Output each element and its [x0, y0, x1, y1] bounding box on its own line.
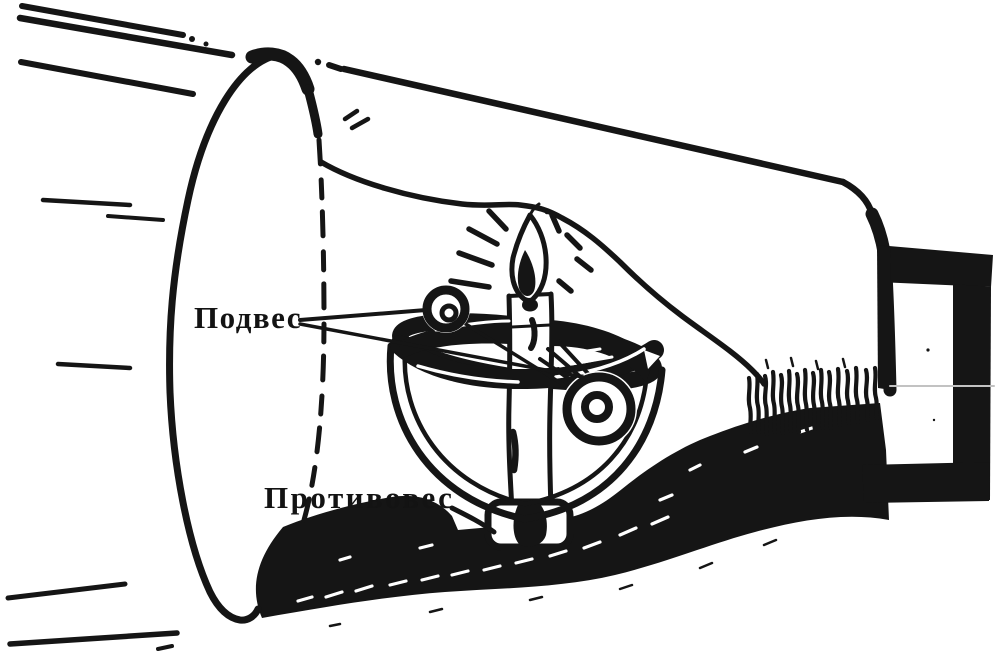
- pivot-left: [422, 285, 470, 333]
- label-suspension: Подвес: [194, 300, 303, 335]
- leader-suspension-upper: [298, 308, 428, 322]
- flame-core: [517, 250, 536, 297]
- motion-lines: [5, 3, 371, 651]
- flame: [509, 202, 549, 303]
- shadow-texture: [296, 426, 814, 603]
- candle: [506, 281, 555, 513]
- can-rim-top: [245, 47, 315, 96]
- can-rim-hidden-dashed: [301, 137, 327, 523]
- wall-hatch-texture: [746, 356, 880, 437]
- handle-right-bar: [953, 284, 991, 500]
- handle-bottom-bar: [862, 462, 990, 503]
- shadow-specks: [328, 538, 778, 628]
- candle-streaks: [509, 317, 538, 474]
- leader-counterweight: [449, 505, 497, 535]
- leader-lines: [298, 308, 585, 535]
- handle: [862, 245, 995, 503]
- label-counterweight: Противовес: [264, 480, 455, 515]
- inner-wall-contour: [318, 159, 767, 387]
- gimbal-bowl: [386, 342, 666, 523]
- light-rays: [448, 208, 594, 294]
- double-slash-mark: [342, 108, 371, 131]
- handle-left-stub: [877, 245, 891, 390]
- can-rim-front-arc: [166, 51, 282, 624]
- can-inner-shadow: [255, 403, 889, 628]
- leader-suspension-lower: [298, 322, 585, 379]
- pivot-right: [561, 371, 637, 447]
- flame-tip: [528, 202, 541, 217]
- handle-top-bar: [877, 245, 993, 287]
